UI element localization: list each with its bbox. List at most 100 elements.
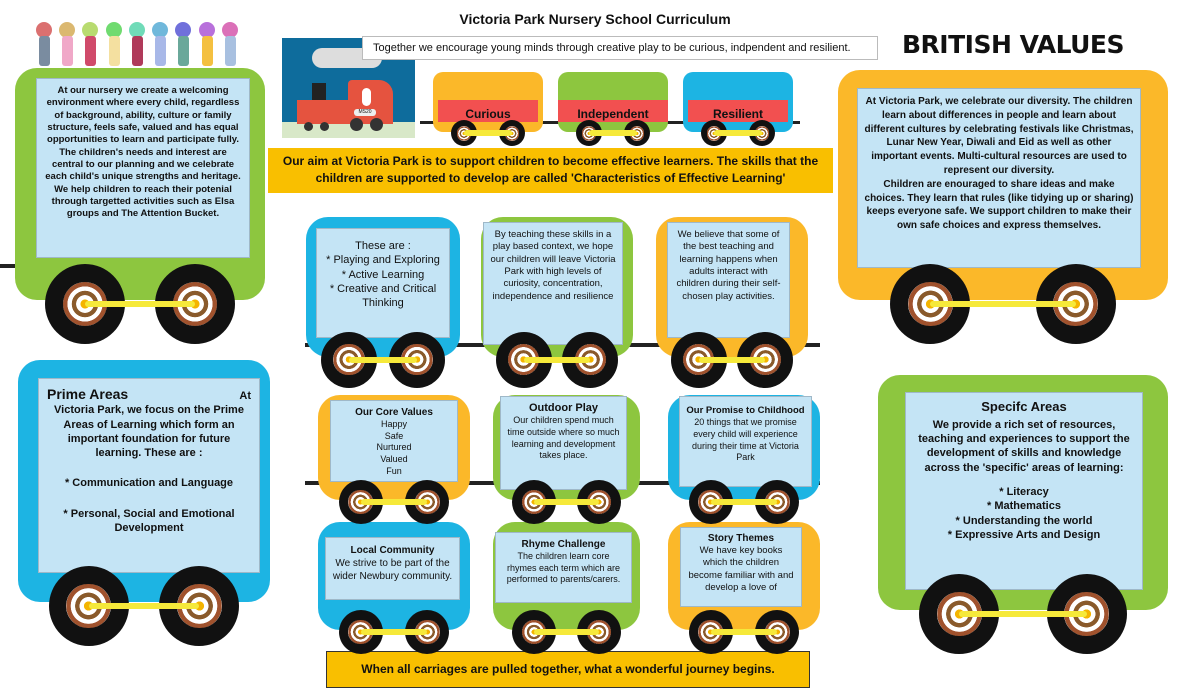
wheel-icon xyxy=(749,120,776,147)
wheel-rod xyxy=(710,499,778,506)
characteristic-item: * Creative and Critical Thinking xyxy=(329,282,437,310)
core-values-title: Our Core Values xyxy=(355,407,433,418)
prime-area-item: * Personal, Social and Emotional Develop… xyxy=(63,507,235,535)
story-themes-text: We have key books which the children bec… xyxy=(688,545,794,594)
subtitle-box: Together we encourage young minds throug… xyxy=(362,36,878,60)
prime-areas-intro: Victoria Park, we focus on the Prime Are… xyxy=(54,404,244,460)
outdoor-play-title: Outdoor Play xyxy=(528,402,599,414)
prime-areas-at: At xyxy=(239,390,251,402)
promise-text: 20 things that we promise every child wi… xyxy=(692,417,799,463)
specific-area-item: * Mathematics xyxy=(987,500,1061,513)
promise-title: Our Promise to Childhood xyxy=(686,405,805,416)
chimney xyxy=(312,83,326,101)
hand-icon xyxy=(80,22,100,66)
prime-areas-title: Prime Areas xyxy=(47,386,129,402)
prime-areas-panel: Prime Areas At Victoria Park, we focus o… xyxy=(38,378,260,573)
wheel-rod xyxy=(713,130,763,137)
wheel-rod xyxy=(85,301,195,307)
hand-icon xyxy=(220,22,240,66)
hand-icon xyxy=(150,22,170,66)
engine-boiler xyxy=(297,100,352,124)
rhyme-challenge-panel: Rhyme Challenge The children learn core … xyxy=(495,532,632,603)
carriage-teaching: We believe that some of the best teachin… xyxy=(656,217,808,357)
specific-area-item: * Literacy xyxy=(999,486,1049,499)
outdoor-play-text: Our children spend much time outside whe… xyxy=(507,415,620,461)
british-values-text: At Victoria Park, we celebrate our diver… xyxy=(857,88,1141,268)
local-community-title: Local Community xyxy=(350,545,435,556)
carriage-characteristics: These are : * Playing and Exploring * Ac… xyxy=(306,217,460,357)
wheel-rod xyxy=(930,301,1076,307)
hand-icon xyxy=(173,22,193,66)
carriage-play-based: By teaching these skills in a play based… xyxy=(481,217,633,357)
carriage-outdoor-play: Outdoor Play Our children spend much tim… xyxy=(493,395,640,500)
carriage-inclusion: At our nursery we create a welcoming env… xyxy=(15,68,265,300)
wheel-icon xyxy=(700,120,727,147)
core-value: Safe xyxy=(384,430,404,441)
wheel-rod xyxy=(463,130,513,137)
engine-wheel xyxy=(370,118,383,131)
carriage-story-themes: Story Themes We have key books which the… xyxy=(668,522,820,630)
teaching-text: We believe that some of the best teachin… xyxy=(667,222,790,338)
engine-wheel xyxy=(304,122,313,131)
aim-banner: Our aim at Victoria Park is to support c… xyxy=(268,148,833,193)
wheel-rod xyxy=(360,499,428,506)
core-value: Happy xyxy=(380,419,407,429)
characteristics-intro: These are : xyxy=(355,240,411,252)
hand-icon xyxy=(197,22,217,66)
ground xyxy=(282,122,415,138)
core-value: Valued xyxy=(380,454,408,465)
hand-icon xyxy=(127,22,147,66)
carriage-curious: Curious xyxy=(433,72,543,132)
hand-icon xyxy=(34,22,54,66)
hand-icon xyxy=(57,22,77,66)
core-value: Fun xyxy=(386,465,402,476)
engine-wheel xyxy=(350,118,363,131)
wheel-rod xyxy=(534,499,599,506)
carriage-local-community: Local Community We strive to be part of … xyxy=(318,522,470,630)
specific-areas-intro: We provide a rich set of resources, teac… xyxy=(918,418,1130,474)
inclusion-text: At our nursery we create a welcoming env… xyxy=(36,78,250,258)
cab-window xyxy=(362,88,371,106)
play-based-text: By teaching these skills in a play based… xyxy=(483,222,623,345)
footer-banner: When all carriages are pulled together, … xyxy=(326,651,810,688)
core-values-panel: Our Core Values Happy Safe Nurtured Valu… xyxy=(330,400,458,482)
track xyxy=(0,264,20,268)
wheel-rod xyxy=(698,356,766,363)
carriage-rhyme-challenge: Rhyme Challenge The children learn core … xyxy=(493,522,640,630)
wheel-icon xyxy=(155,264,235,344)
carriage-independent: Independent xyxy=(558,72,668,132)
carriage-british-values: At Victoria Park, we celebrate our diver… xyxy=(838,70,1168,300)
carriage-core-values: Our Core Values Happy Safe Nurtured Valu… xyxy=(318,395,470,500)
outdoor-play-panel: Outdoor Play Our children spend much tim… xyxy=(500,396,627,490)
carriage-specific-areas: Specifc Areas We provide a rich set of r… xyxy=(878,375,1168,610)
promise-panel: Our Promise to Childhood 20 things that … xyxy=(679,396,812,487)
wheel-icon xyxy=(1035,264,1116,344)
wheel-rod xyxy=(534,629,599,636)
wheel-icon xyxy=(562,331,619,388)
wheel-rod xyxy=(710,629,778,636)
wheel-rod xyxy=(588,130,638,137)
characteristic-item: * Playing and Exploring xyxy=(326,254,440,267)
engine-wheel xyxy=(320,122,329,131)
story-themes-title: Story Themes xyxy=(707,533,775,544)
wheel-rod xyxy=(88,603,200,609)
specific-area-item: * Understanding the world xyxy=(955,514,1093,527)
carriage-promise: Our Promise to Childhood 20 things that … xyxy=(668,395,820,500)
carriage-label: Curious xyxy=(438,100,538,122)
wheel-rod xyxy=(959,611,1087,617)
carriage-prime-areas: Prime Areas At Victoria Park, we focus o… xyxy=(18,360,270,602)
page-title: Victoria Park Nursery School Curriculum xyxy=(459,11,731,27)
local-community-panel: Local Community We strive to be part of … xyxy=(325,537,460,600)
specific-areas-title: Specifc Areas xyxy=(981,399,1067,414)
rhyme-challenge-title: Rhyme Challenge xyxy=(521,539,606,550)
british-values-heading: BRITISH VALUES xyxy=(902,30,1125,59)
core-value: Nurtured xyxy=(376,442,412,453)
characteristics-panel: These are : * Playing and Exploring * Ac… xyxy=(316,228,450,338)
engine-plate: MS20 xyxy=(354,109,376,116)
story-themes-panel: Story Themes We have key books which the… xyxy=(680,527,802,607)
carriage-label: Independent xyxy=(558,100,668,122)
specific-area-item: * Expressive Arts and Design xyxy=(947,528,1101,541)
carriage-resilient: Resilient xyxy=(683,72,793,132)
characteristic-item: * Active Learning xyxy=(341,268,425,281)
hand-icon xyxy=(104,22,124,66)
